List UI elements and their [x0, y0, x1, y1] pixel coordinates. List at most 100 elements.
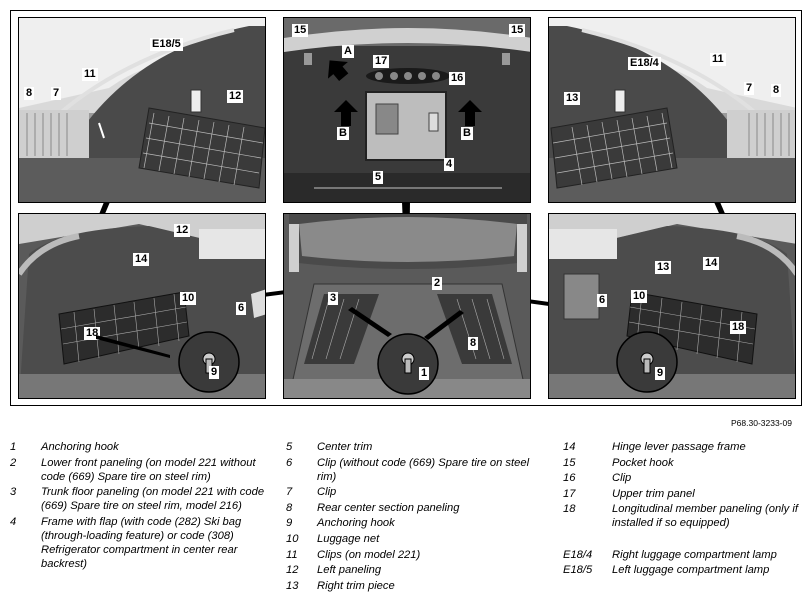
legend-item: 7 Clip — [286, 485, 548, 499]
legend-number: 17 — [563, 487, 576, 500]
callout-18-bottom-left: 18 — [84, 327, 101, 340]
legend-number: 18 — [563, 503, 576, 516]
legend-number: 14 — [563, 441, 576, 453]
callout-16-top-center: 16 — [449, 72, 466, 85]
callout-b-top-center-left: B — [337, 127, 349, 140]
callout-7-top-left: 7 — [51, 87, 62, 100]
callout-5-top-center: 5 — [373, 171, 384, 184]
callout-a-top-center: A — [342, 45, 354, 58]
legend-text: Upper trim panel — [612, 487, 695, 500]
photo-trunk-left-overview-art — [19, 214, 265, 398]
legend-text: Clips (on model 221) — [317, 548, 421, 561]
legend-number: 6 — [286, 456, 293, 469]
photo-trunk-right-side-art — [549, 18, 795, 202]
callout-18-bottom-right: 18 — [730, 321, 747, 334]
callout-9-bottom-left: 9 — [209, 366, 220, 379]
legend-number: 15 — [563, 456, 576, 469]
legend-number: 13 — [286, 579, 299, 592]
legend-text: Longitudinal member paneling (only if in… — [612, 503, 798, 530]
photo-trunk-left-side-art — [19, 18, 265, 202]
legend-column-2: 5 Center trim 6 Clip (without code (669) S… — [286, 440, 548, 594]
legend-text: Trunk floor paneling (on model 221 with … — [41, 486, 265, 513]
legend-number: 5 — [286, 441, 293, 453]
photo-trunk-rear-wall-art — [284, 18, 530, 202]
legend-text: Frame with flap (with code (282) Ski bag… — [41, 515, 242, 570]
legend-item: 13 Right trim piece — [286, 579, 548, 593]
legend-text: Luggage net — [317, 532, 380, 545]
legend-text: Left luggage compartment lamp — [612, 564, 770, 577]
legend-text: Rear center section paneling — [317, 501, 460, 514]
callout-17-top-center: 17 — [373, 55, 390, 68]
callout-b-top-center-right: B — [461, 127, 473, 140]
callout-13-top-right: 13 — [564, 92, 581, 105]
callout-8-bottom-center: 8 — [468, 337, 479, 350]
callout-1-bottom-center: 1 — [419, 367, 430, 380]
callout-7-top-right: 7 — [744, 82, 755, 95]
legend-text: Clip — [317, 486, 337, 499]
photo-trunk-left-side — [18, 17, 266, 203]
callout-8-top-right: 8 — [771, 84, 782, 97]
legend-item: 15 Pocket hook — [563, 456, 803, 470]
legend-number: E18/5 — [563, 564, 593, 577]
callout-6-bottom-left: 6 — [236, 302, 247, 315]
callout-e18-4-top-right: E18/4 — [628, 57, 661, 70]
legend-spacer — [563, 532, 803, 546]
legend-number: 8 — [286, 501, 293, 514]
legend-number: 1 — [10, 441, 17, 453]
callout-9-bottom-right: 9 — [655, 367, 666, 380]
callout-4-top-center: 4 — [444, 158, 455, 171]
callout-13-bottom-right: 13 — [655, 261, 672, 274]
photo-trunk-left-overview — [18, 213, 266, 399]
legend-text: Lower front paneling (on model 221 witho… — [41, 456, 256, 483]
callout-10-bottom-right: 10 — [631, 290, 648, 303]
legend-text: Pocket hook — [612, 456, 674, 469]
legend-item: 16 Clip — [563, 471, 803, 485]
legend-text: Right luggage compartment lamp — [612, 548, 777, 561]
legend-number: E18/4 — [563, 548, 593, 561]
legend-item: 5 Center trim — [286, 440, 548, 454]
photo-trunk-right-overview-art — [549, 214, 795, 398]
callout-6-bottom-right: 6 — [597, 294, 608, 307]
legend-text: Anchoring hook — [317, 517, 395, 530]
legend-text: Clip — [612, 472, 632, 485]
legend-item: 1 Anchoring hook — [10, 440, 272, 454]
figure-reference-code: P68.30-3233-09 — [731, 418, 792, 428]
callout-2-bottom-center: 2 — [432, 277, 443, 290]
legend-column-3: 14 Hinge lever passage frame 15 Pocket hoo… — [563, 440, 803, 579]
callout-8-top-left: 8 — [24, 87, 35, 100]
callout-11-top-left: 11 — [82, 68, 98, 81]
callout-3-bottom-center: 3 — [328, 292, 339, 305]
callout-e18-5-top-left: E18/5 — [150, 38, 183, 51]
legend-item: 10 Luggage net — [286, 532, 548, 546]
legend-number: 10 — [286, 532, 299, 545]
legend-number: 7 — [286, 486, 293, 499]
legend-text: Right trim piece — [317, 579, 395, 592]
legend-item: E18/5 Left luggage compartment lamp — [563, 563, 803, 577]
callout-12-bottom-left: 12 — [174, 224, 191, 237]
callout-10-bottom-left: 10 — [180, 292, 197, 305]
photo-trunk-right-overview — [548, 213, 796, 399]
legend-text: Center trim — [317, 441, 373, 453]
callout-15-top-center-left: 15 — [292, 24, 309, 37]
legend-number: 16 — [563, 472, 576, 485]
legend-number: 3 — [10, 486, 17, 499]
callout-14-bottom-right: 14 — [703, 257, 720, 270]
legend-number: 12 — [286, 564, 299, 577]
legend-text: Clip (without code (669) Spare tire on s… — [317, 456, 530, 483]
callout-12-top-left: 12 — [227, 90, 244, 103]
legend-text: Anchoring hook — [41, 441, 119, 453]
legend-item: 6 Clip (without code (669) Spare tire on … — [286, 456, 548, 484]
legend-text: Hinge lever passage frame — [612, 441, 746, 453]
photo-trunk-floor-overview-art — [284, 214, 530, 398]
callout-11-top-right: 11 — [710, 53, 726, 66]
legend-text — [612, 532, 803, 546]
legend-item: 18 Longitudinal member paneling (only if … — [563, 502, 803, 530]
photo-trunk-right-side — [548, 17, 796, 203]
legend-item: 14 Hinge lever passage frame — [563, 440, 803, 454]
